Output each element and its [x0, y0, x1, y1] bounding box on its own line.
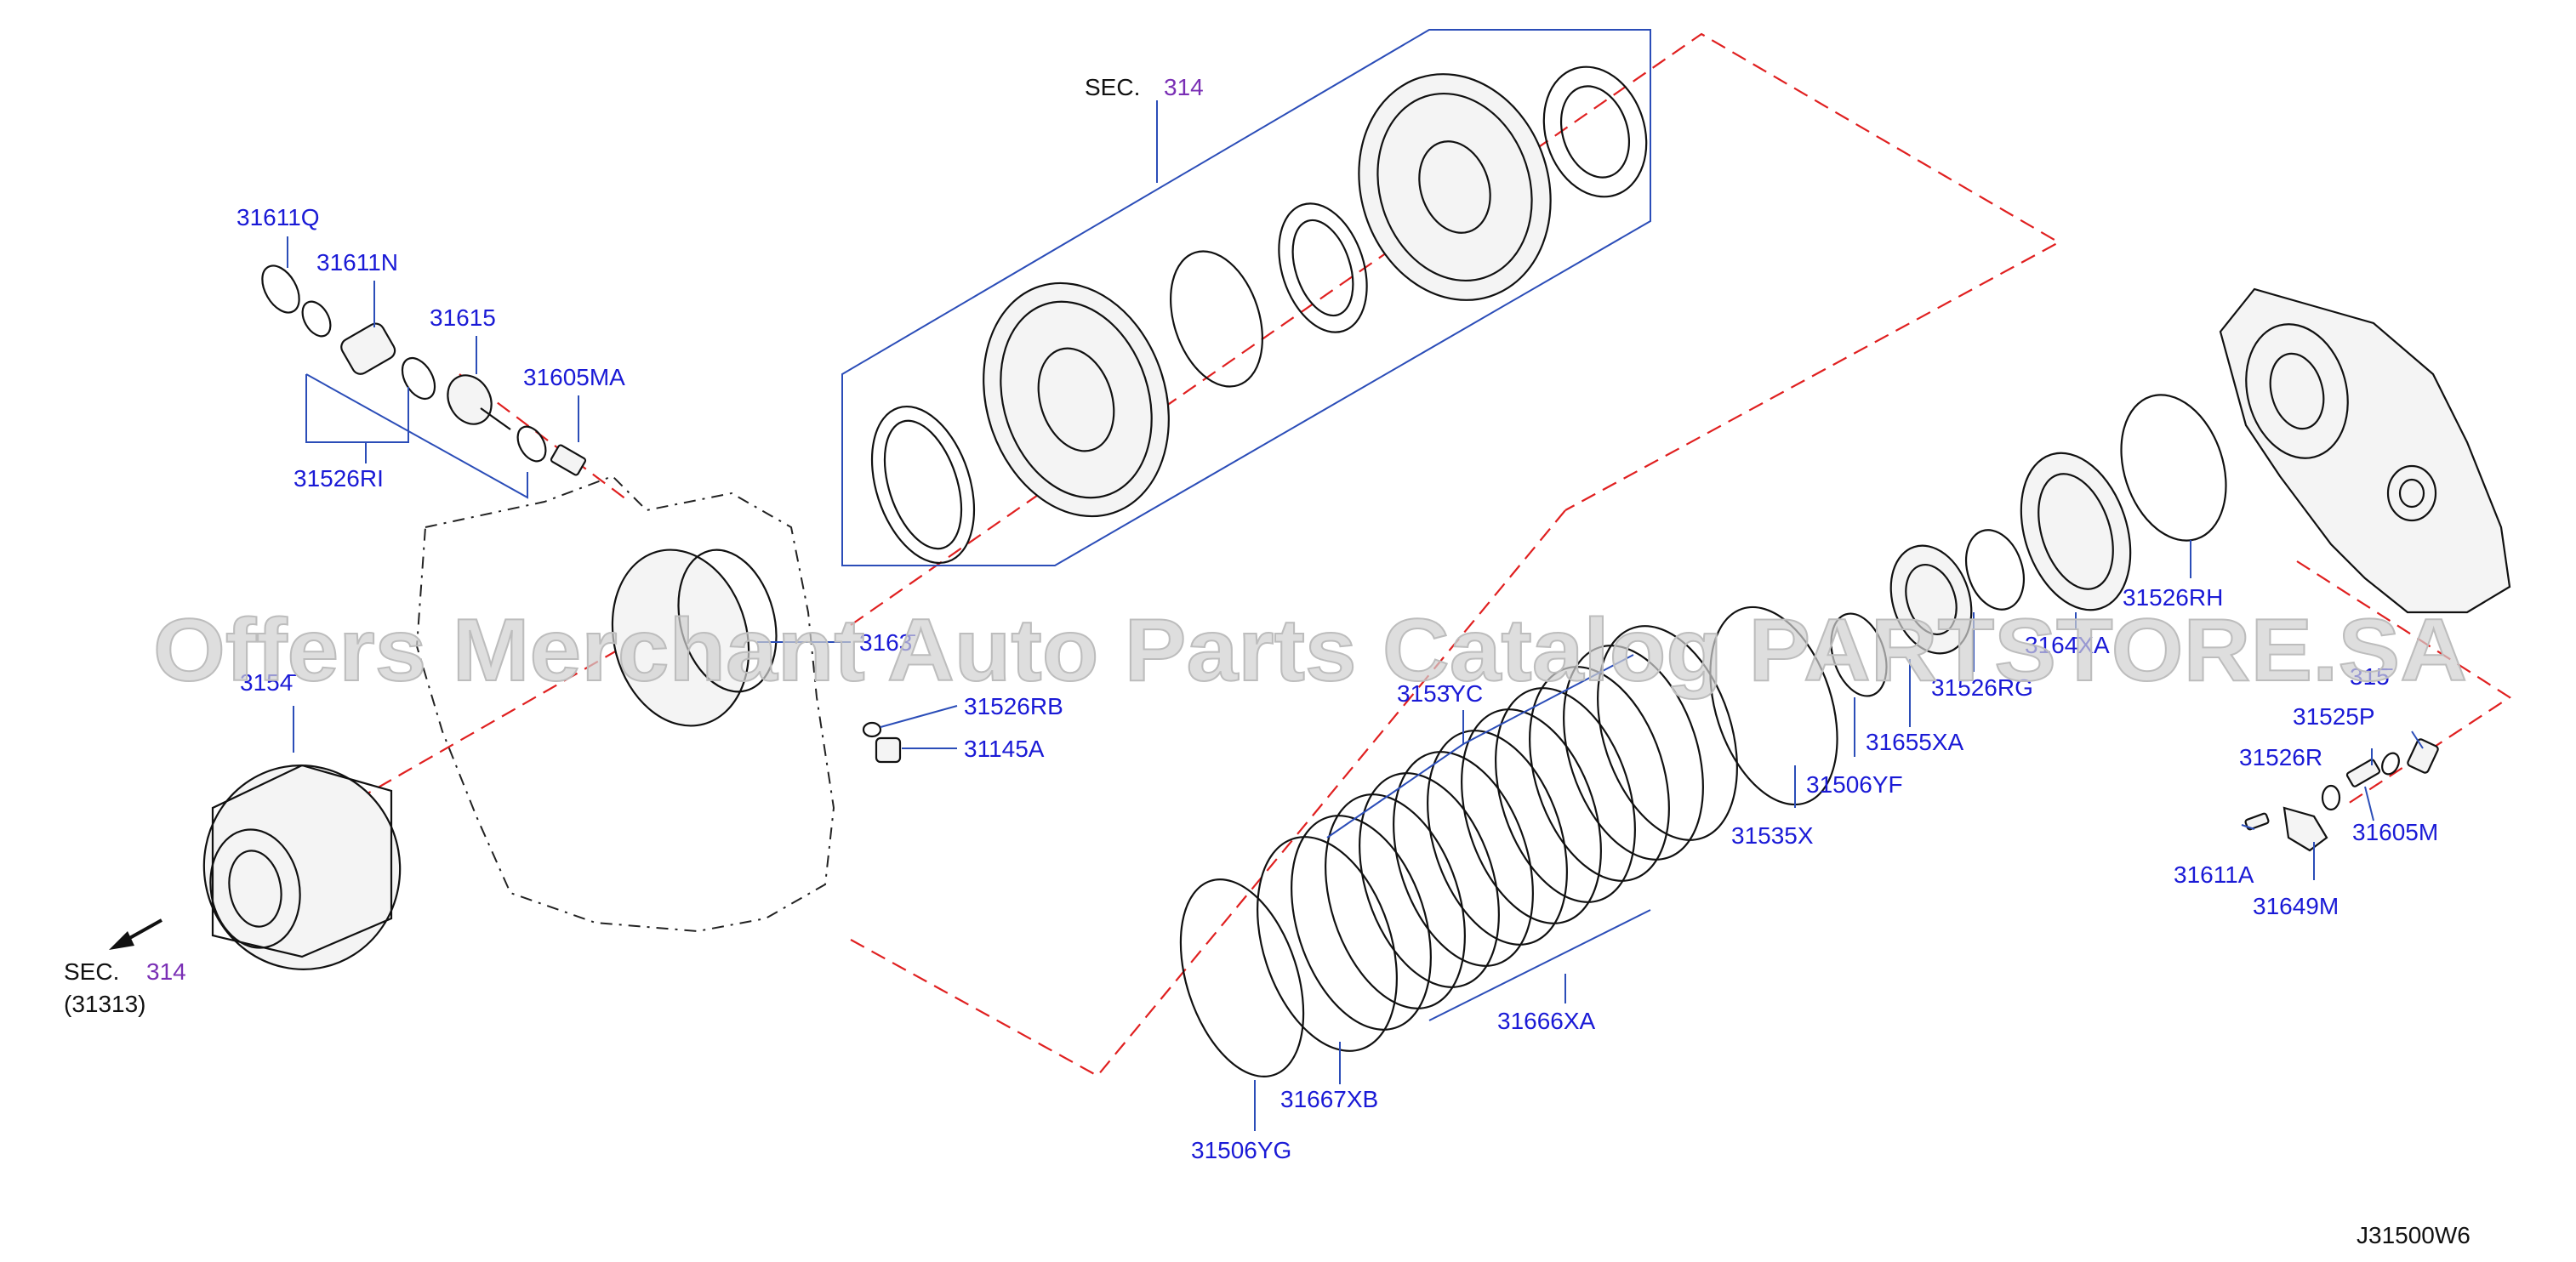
- watermark-text: Offers Merchant Auto Parts Catalog PARTS…: [153, 601, 2467, 700]
- part-labels: SEC. 314 31611Q 31611N 31615 31605MA 315…: [64, 74, 2471, 1248]
- label-31649M[interactable]: 31649M: [2253, 893, 2339, 919]
- label-31611N[interactable]: 31611N: [316, 249, 398, 276]
- accumulator-leaders: [287, 236, 579, 499]
- piston-31611N: [340, 322, 396, 375]
- seal-31526RG: [1965, 529, 2025, 611]
- label-31655XA[interactable]: 31655XA: [1866, 729, 1964, 755]
- snap-ring-31506YF: [1830, 612, 1888, 697]
- label-31615[interactable]: 31615: [430, 304, 496, 331]
- clutch-drum-31630: [611, 549, 851, 727]
- planetary-group: [870, 65, 1648, 565]
- axis-line-left: [356, 633, 647, 800]
- sec-314-bracket: [841, 29, 1651, 566]
- assembly-boundary-right: [2296, 560, 2512, 804]
- label-31630[interactable]: 3163̄: [859, 629, 915, 656]
- top-thrust-ring: [1542, 65, 1648, 198]
- o-ring-upper: [301, 300, 332, 338]
- diagram-code: J31500W6: [2357, 1222, 2471, 1248]
- piston-rod: [480, 407, 511, 430]
- label-31526RI[interactable]: 31526RI: [294, 465, 384, 492]
- label-31526RB[interactable]: 31526RB: [964, 693, 1063, 719]
- assembly-boundary-upper: [850, 32, 2061, 626]
- label-31611Q[interactable]: 31611Q: [237, 204, 320, 230]
- ring-gear-carrier: [983, 281, 1170, 518]
- label-31535X[interactable]: 31535X: [1731, 822, 1814, 849]
- gasket-31526RH: [2120, 394, 2227, 542]
- piston-3164XA: [2020, 452, 2132, 611]
- clutch-drum-31540: [202, 706, 402, 970]
- label-31540[interactable]: 3154̄̄: [240, 669, 296, 696]
- label-31526RH[interactable]: 31526RH: [2123, 584, 2223, 611]
- sec-bottom-number[interactable]: 314: [146, 958, 186, 985]
- label-31145A[interactable]: 31145A: [964, 736, 1045, 762]
- label-31611A[interactable]: 31611A: [2174, 861, 2254, 888]
- sec-top-prefix: SEC.: [1085, 74, 1140, 100]
- sec-bottom-sub: (31313): [64, 991, 146, 1017]
- transmission-case-outline: [415, 475, 835, 933]
- clutch-leaders: [1254, 654, 1855, 1131]
- sec-bottom-prefix: SEC.: [64, 958, 119, 985]
- retaining-plate-31535X: [1709, 605, 1838, 806]
- label-31506YG[interactable]: 31506YG: [1191, 1137, 1291, 1163]
- sec-top-number[interactable]: 314: [1164, 74, 1204, 100]
- right-hub-group: [1889, 394, 2227, 727]
- label-31605M[interactable]: 31605M: [2352, 819, 2438, 845]
- sec-bottom-arrow: [109, 918, 162, 950]
- o-ring-middle: [401, 357, 436, 400]
- transmission-housing: [2219, 287, 2511, 614]
- internal-gear-drum: [1358, 73, 1552, 301]
- needle-bearing: [1278, 202, 1368, 333]
- valve-small-parts: [2241, 730, 2439, 880]
- label-31666XA[interactable]: 31666XA: [1497, 1008, 1596, 1034]
- thrust-washer: [1170, 250, 1263, 388]
- piston-31615: [447, 374, 493, 425]
- plug-31145A: [862, 705, 958, 764]
- label-31605MA[interactable]: 31605MA: [523, 364, 625, 390]
- assembly-boundary-lower: [850, 509, 1566, 1077]
- label-31506YF[interactable]: 31506YF: [1806, 771, 1903, 798]
- label-31526RG[interactable]: 31526RG: [1931, 674, 2033, 701]
- label-31525P[interactable]: 31525P: [2293, 703, 2375, 730]
- accumulator-parts: [261, 264, 587, 476]
- label-31526R[interactable]: 31526R: [2239, 744, 2322, 770]
- label-315xx[interactable]: 315̄̄: [2350, 663, 2393, 690]
- snap-plate: [870, 405, 976, 565]
- o-ring-lower: [516, 425, 547, 463]
- spring-31605MA: [550, 444, 587, 476]
- label-31667XB[interactable]: 31667XB: [1280, 1086, 1378, 1112]
- label-3164XA[interactable]: 3164̄XA: [2025, 632, 2110, 658]
- snap-ring-31611Q: [261, 264, 300, 314]
- label-31532YC[interactable]: 3153̄YC: [1397, 680, 1483, 707]
